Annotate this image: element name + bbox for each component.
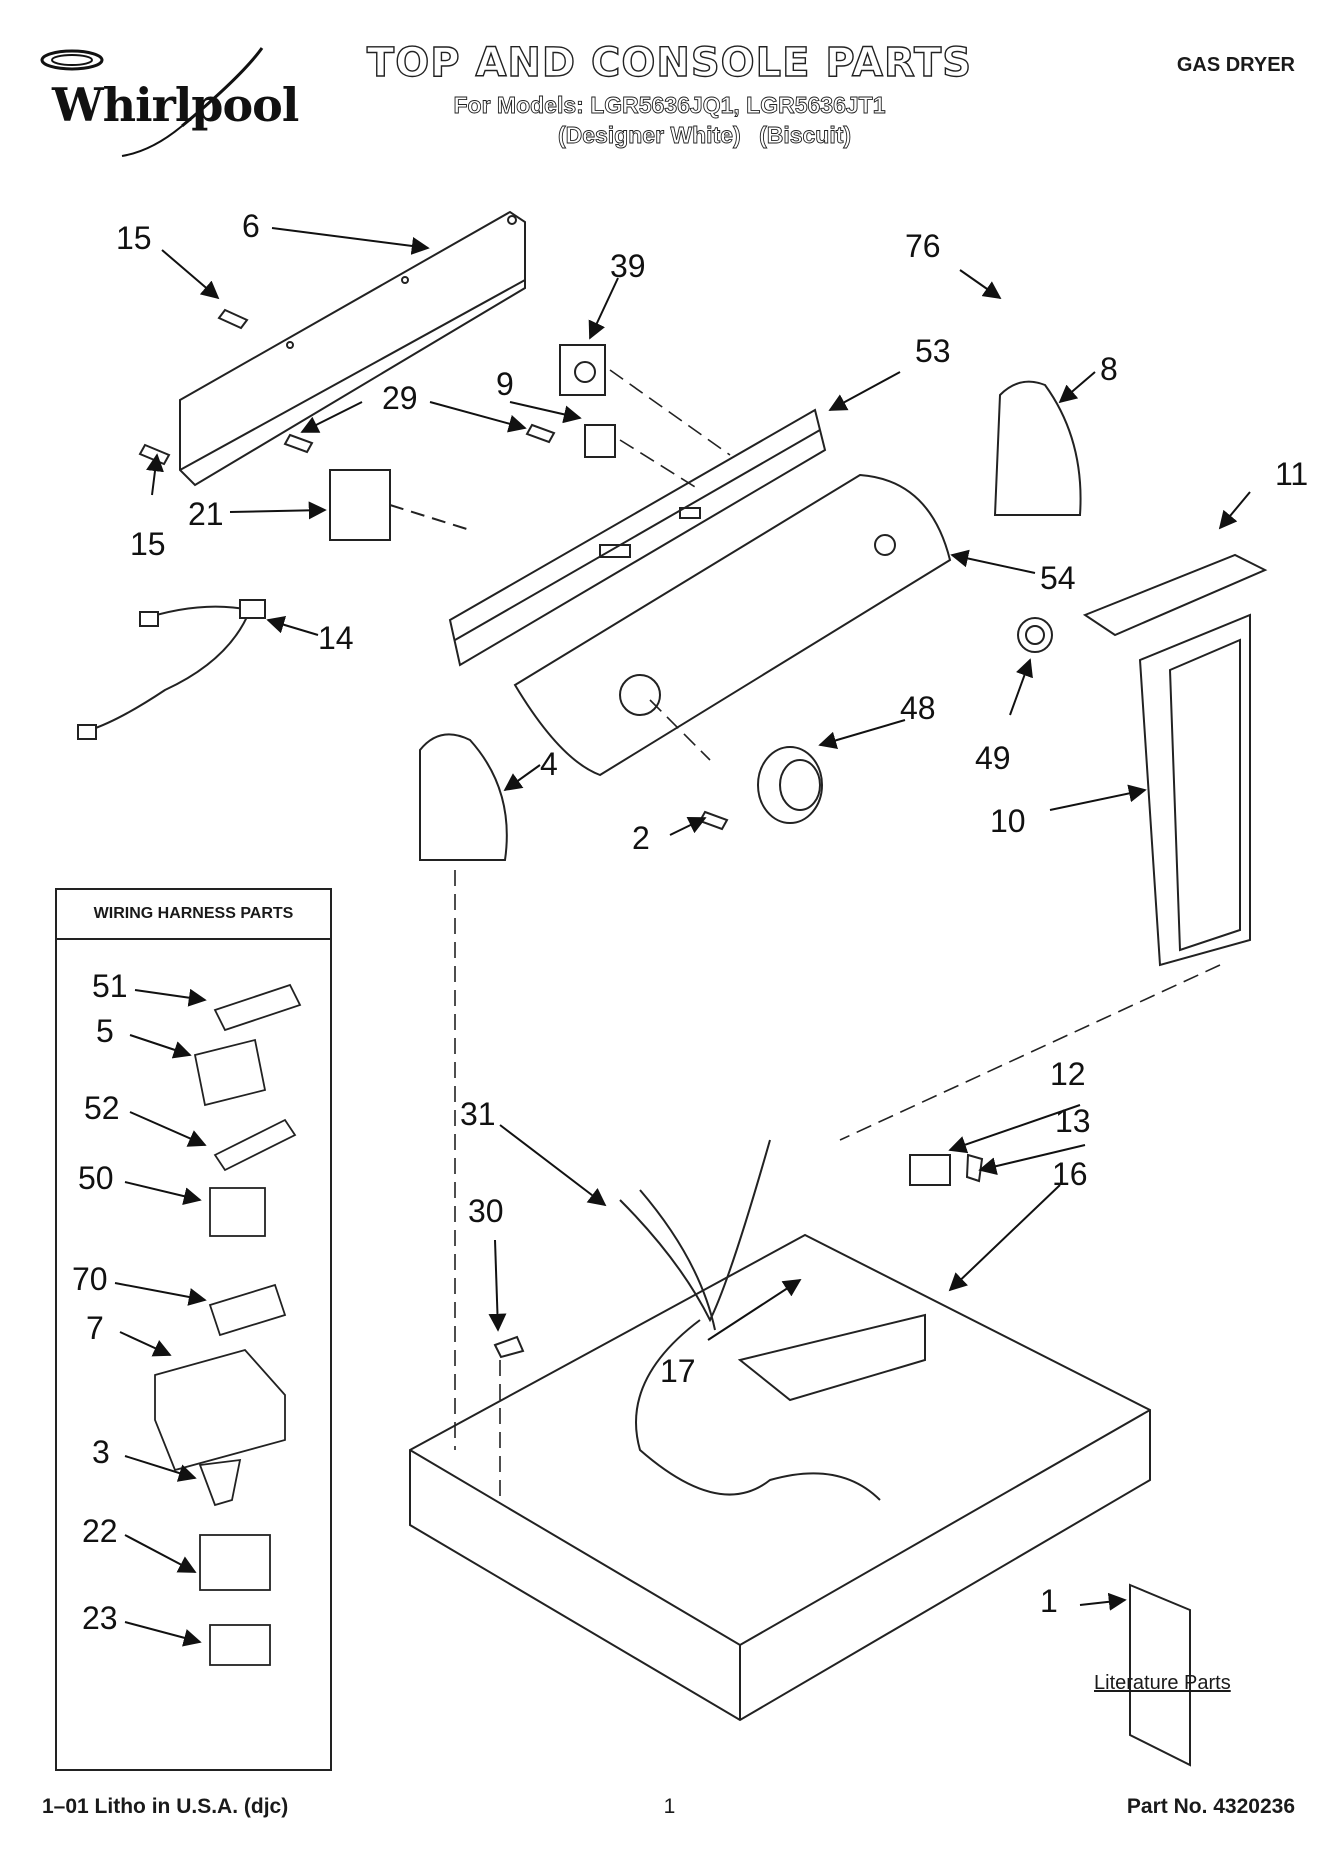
harness-callout-50: 50 [78, 1160, 114, 1196]
bracket-9-part [584, 424, 616, 458]
lint-screen-11 [1082, 553, 1268, 637]
variant-biscuit: (Biscuit) [759, 122, 852, 149]
callout-13: 13 [1055, 1103, 1091, 1139]
page-title: TOP AND CONSOLE PARTS [366, 39, 973, 86]
callout-15-upper: 15 [116, 220, 152, 256]
knob-49-part [1017, 617, 1053, 653]
screw-2-part [698, 810, 729, 831]
literature-book-1 [1129, 1583, 1191, 1767]
screw-29-right [525, 423, 556, 444]
whirlpool-logo: Whirlpool [22, 36, 299, 166]
wire-harness-14 [77, 599, 266, 740]
callout-29: 29 [382, 380, 418, 416]
bracket-12-part [909, 1154, 951, 1186]
harness-item-51 [213, 983, 302, 1032]
callout-12: 12 [1050, 1056, 1086, 1092]
variant-designer-white: (Designer White) [557, 122, 741, 149]
callout-2: 2 [632, 820, 650, 856]
harness-callout-51: 51 [92, 968, 128, 1004]
control-panel-54 [513, 473, 952, 777]
harness-callout-5: 5 [96, 1013, 114, 1049]
callout-49: 49 [975, 740, 1011, 776]
callout-21: 21 [188, 496, 224, 532]
end-cap-4 [419, 733, 508, 861]
callout-9: 9 [496, 366, 514, 402]
appliance-type: GAS DRYER [1176, 54, 1295, 76]
callout-48: 48 [900, 690, 936, 726]
main-harness-31 [619, 1139, 881, 1501]
callout-54: 54 [1040, 560, 1076, 596]
callout-8: 8 [1100, 351, 1118, 387]
model-variants: (Designer White) (Biscuit) [0, 122, 1339, 149]
callout-16: 16 [1052, 1156, 1088, 1192]
callout-30: 30 [468, 1193, 504, 1229]
brand-name: Whirlpool [52, 78, 299, 132]
timer-21-part [329, 469, 471, 541]
harness-item-52 [213, 1118, 297, 1172]
wiring-harness-box [55, 888, 332, 1771]
harness-callout-7: 7 [86, 1310, 104, 1346]
harness-item-50 [209, 1187, 266, 1237]
callout-11: 11 [1275, 456, 1309, 492]
logo-swoosh-icon [40, 47, 264, 157]
screw-15-upper [217, 308, 249, 330]
end-cap-8 [993, 380, 1082, 516]
callout-76: 76 [905, 228, 941, 264]
harness-item-5 [193, 1038, 267, 1107]
harness-callout-22: 22 [82, 1513, 118, 1549]
harness-item-70 [208, 1283, 287, 1337]
knob-48-part [757, 746, 823, 824]
switch-39-part [559, 344, 606, 396]
screw-15-lower [138, 443, 171, 466]
wiring-harness-title: WIRING HARNESS PARTS [57, 890, 330, 940]
literature-parts-label: Literature Parts [1094, 1672, 1231, 1694]
callout-53: 53 [915, 333, 951, 369]
callout-15-lower: 15 [130, 526, 166, 562]
callout-39: 39 [610, 248, 646, 284]
callout-6: 6 [242, 208, 260, 244]
rear-bracket-part [179, 210, 526, 487]
screw-13-part [965, 1153, 984, 1183]
callout-31: 31 [460, 1096, 496, 1132]
callout-1: 1 [1040, 1583, 1058, 1619]
harness-callout-3: 3 [92, 1434, 110, 1470]
harness-item-3 [198, 1458, 242, 1507]
callout-4: 4 [540, 746, 558, 782]
harness-callout-23: 23 [82, 1600, 118, 1636]
lint-housing-10 [1138, 613, 1251, 967]
screw-29-left [283, 433, 314, 454]
callout-17: 17 [660, 1353, 696, 1389]
callout-10: 10 [990, 803, 1026, 839]
footer-part-number: Part No. 4320236 [1126, 1795, 1295, 1818]
models-line: For Models: LGR5636JQ1, LGR5636JT1 [453, 92, 886, 119]
harness-item-7 [154, 1348, 286, 1472]
footer-litho: 1–01 Litho in U.S.A. (djc) [42, 1795, 289, 1818]
control-console-53 [448, 408, 827, 667]
footer-page-number: 1 [663, 1795, 676, 1818]
harness-callout-52: 52 [84, 1090, 120, 1126]
harness-callout-70: 70 [72, 1261, 108, 1297]
harness-item-23 [209, 1624, 271, 1666]
harness-item-22 [199, 1534, 271, 1591]
callout-14: 14 [318, 620, 354, 656]
clip-30-part [493, 1335, 525, 1359]
